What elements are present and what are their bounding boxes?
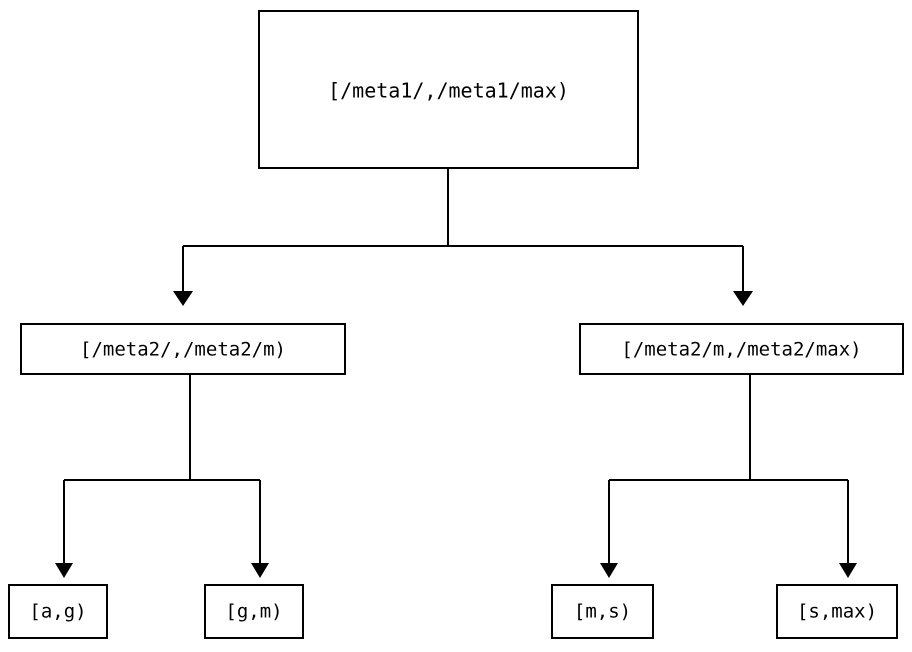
arrowhead-down-icon-leaf-a-g	[55, 563, 73, 578]
arrowhead-down-icon-leaf-s-max	[839, 563, 857, 578]
tree-node-leaf-a-g-box	[7, 583, 109, 640]
tree-node-meta2-left[interactable]: [/meta2/,/meta2/m)	[19, 322, 347, 376]
tree-node-meta2-right-label: [/meta2/m,/meta2/max)	[621, 339, 861, 361]
edge-meta2-left-to-leaves	[55, 374, 269, 578]
arrowhead-down-icon-leaf-m-s	[600, 563, 618, 578]
tree-node-leaf-g-m-box	[203, 583, 305, 640]
tree-node-root-label: [/meta1/,/meta1/max)	[328, 79, 569, 103]
arrowhead-down-icon-root-left	[173, 291, 193, 306]
tree-node-leaf-g-m-label: [g,m)	[225, 601, 282, 623]
arrowhead-down-icon-root-right	[733, 291, 753, 306]
arrowhead-down-icon-leaf-g-m	[251, 563, 269, 578]
tree-node-root[interactable]: [/meta1/,/meta1/max)	[257, 9, 640, 170]
tree-node-leaf-m-s-label: [m,s)	[574, 601, 631, 623]
tree-node-leaf-a-g[interactable]: [a,g)	[7, 583, 109, 640]
tree-node-leaf-m-s-box	[550, 583, 655, 640]
tree-node-leaf-s-max-label: [s,max)	[797, 601, 877, 623]
edge-meta2-right-to-leaves	[600, 374, 857, 578]
tree-node-meta2-left-box	[19, 322, 347, 376]
edge-root-to-meta2-left	[173, 168, 743, 306]
tree-node-root-box	[257, 9, 640, 170]
tree-node-meta2-right[interactable]: [/meta2/m,/meta2/max)	[578, 322, 905, 376]
tree-node-meta2-right-box	[578, 322, 905, 376]
tree-node-leaf-g-m[interactable]: [g,m)	[203, 583, 305, 640]
tree-node-leaf-s-max[interactable]: [s,max)	[775, 583, 899, 640]
tree-node-leaf-a-g-label: [a,g)	[29, 601, 86, 623]
tree-node-leaf-m-s[interactable]: [m,s)	[550, 583, 655, 640]
edge-root-to-meta2-right	[733, 246, 753, 306]
tree-node-meta2-left-label: [/meta2/,/meta2/m)	[80, 339, 286, 361]
tree-node-leaf-s-max-box	[775, 583, 899, 640]
